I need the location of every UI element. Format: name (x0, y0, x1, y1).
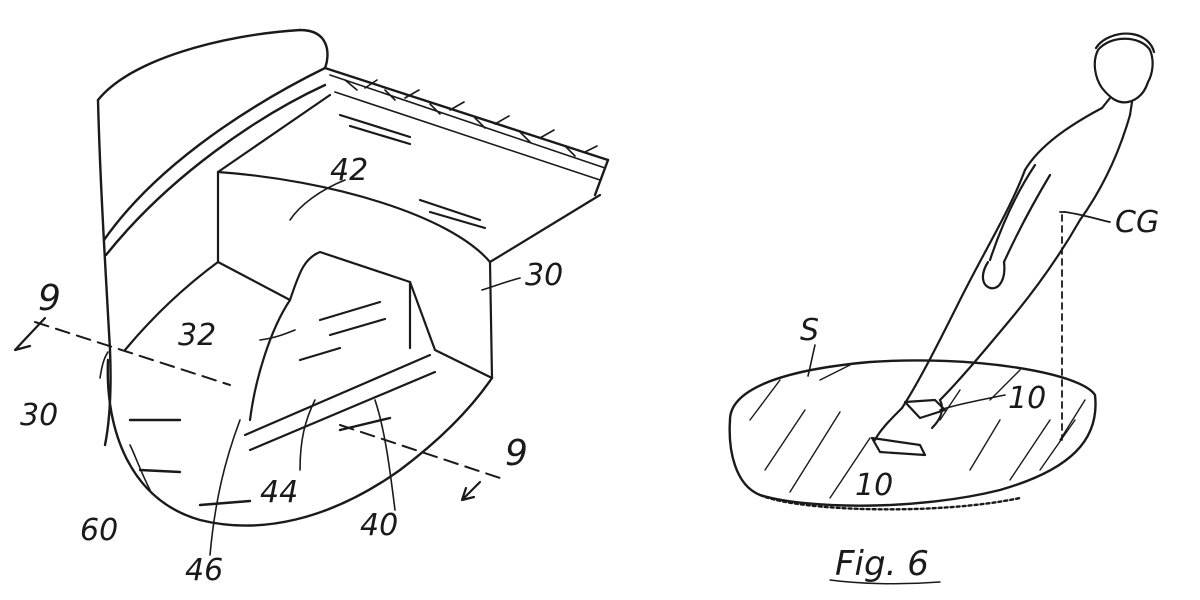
shoe-section-drawing (13, 28, 610, 556)
section-label-top: 9 (38, 278, 61, 319)
ref-label-40: 40 (360, 508, 398, 543)
section-label-bottom: 9 (505, 433, 528, 474)
posture-leader-lines (807, 344, 1006, 411)
caption-flourish (829, 579, 941, 585)
cg-marker (1059, 211, 1111, 441)
ref-label-60: 60 (80, 513, 118, 548)
sole-liner-band (329, 74, 606, 181)
shoe-section-figure: 9 9 42 30 30 32 44 40 60 46 (13, 28, 610, 588)
section-line (34, 321, 501, 479)
ref-label-46: 46 (185, 553, 223, 588)
surface-grain (749, 364, 1086, 499)
ref-label-30-left: 30 (20, 398, 58, 433)
ref-label-42: 42 (330, 153, 368, 188)
insole-block (216, 93, 602, 380)
posture-labels: CG S 10 10 Fig. 6 (800, 205, 1159, 584)
standing-surface (728, 359, 1097, 511)
leader-lines (99, 179, 521, 556)
heel-cup (106, 358, 494, 527)
ref-label-32: 32 (178, 318, 216, 353)
posture-drawing (728, 32, 1156, 585)
surface-label: S (800, 313, 819, 348)
ref-label-10-lower: 10 (855, 468, 893, 503)
sole-cavity (123, 250, 494, 452)
section-arrows (13, 316, 482, 502)
ref-label-44: 44 (260, 475, 298, 510)
posture-figure: CG S 10 10 Fig. 6 (640, 0, 1200, 600)
shoe-section-labels: 9 9 42 30 30 32 44 40 60 46 (20, 153, 563, 588)
figure-caption: Fig. 6 (835, 544, 929, 584)
ref-label-30-right: 30 (525, 258, 563, 293)
cg-label: CG (1115, 205, 1159, 240)
ref-label-10-upper: 10 (1008, 381, 1046, 416)
